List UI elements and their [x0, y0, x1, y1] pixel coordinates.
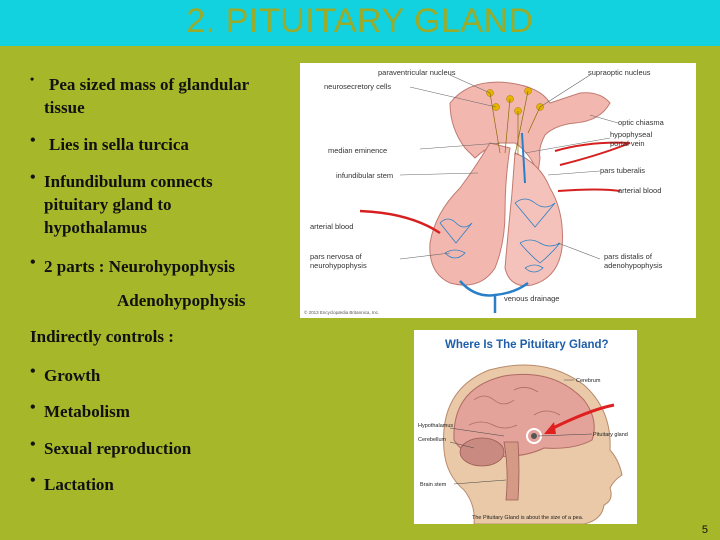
- label-supraoptic: supraoptic nucleus: [588, 68, 651, 77]
- bullet-4-line-2: Adenohypophysis: [117, 291, 246, 310]
- label-pars-distalis-2: adenohypophysis: [604, 261, 663, 270]
- artery-right: [557, 188, 621, 192]
- bullet-dot: •: [30, 363, 36, 380]
- pars-distalis: [504, 152, 563, 287]
- bullet-4-line-1: 2 parts : Neurohypophysis: [44, 257, 235, 276]
- copyright-text: © 2013 Encyclopædia Britannica, Inc.: [304, 309, 379, 315]
- figure2-title: Where Is The Pituitary Gland?: [445, 339, 609, 351]
- control-metabolism: Metabolism: [44, 402, 130, 421]
- bullet-1-line-2: tissue: [44, 98, 85, 117]
- bullet-3-line-2: pituitary gland to: [44, 195, 172, 214]
- pituitary-anatomy-svg: paraventricular nucleus supraoptic nucle…: [304, 68, 665, 315]
- label-neurosecretory: neurosecretory cells: [324, 82, 391, 91]
- label-hypophyseal-1: hypophyseal: [610, 130, 652, 139]
- label-arterial-blood-left: arterial blood: [310, 222, 353, 231]
- label-pars-nervosa-2: neurohypophysis: [310, 261, 367, 270]
- brain-location-figure: Where Is The Pituitary Gland? Cerebrum: [414, 330, 637, 525]
- pituitary-marker: [531, 433, 537, 439]
- artery-left: [359, 209, 441, 235]
- label-hypophyseal-2: portal vein: [610, 139, 645, 148]
- label-paraventricular: paraventricular nucleus: [378, 68, 456, 77]
- label-median-eminence: median eminence: [328, 146, 387, 155]
- control-lactation: Lactation: [44, 475, 114, 494]
- title-bar: [0, 0, 720, 46]
- label-pars-nervosa-1: pars nervosa of: [310, 252, 363, 261]
- label-pars-tuberalis: pars tuberalis: [600, 166, 645, 175]
- brain-stem: [503, 441, 520, 501]
- bullet-dot: •: [30, 72, 35, 86]
- bullet-2-line-1: Lies in sella turcica: [49, 135, 189, 154]
- figure2-caption: The Pituitary Gland is about the size of…: [472, 515, 584, 521]
- control-sexual-reproduction: Sexual reproduction: [44, 439, 192, 458]
- bullet-dot: •: [30, 472, 36, 489]
- artery-right-top: [554, 141, 631, 166]
- label-cerebrum: Cerebrum: [576, 378, 601, 384]
- label-arterial-blood-right: arterial blood: [618, 186, 661, 195]
- bullet-3-line-1: Infundibulum connects: [44, 172, 213, 191]
- hypothalamus-tissue: [449, 81, 611, 175]
- cerebellum: [459, 437, 505, 467]
- portal-vein: [521, 132, 526, 184]
- label-brain-stem: Brain stem: [420, 482, 447, 488]
- pituitary-anatomy-figure: paraventricular nucleus supraoptic nucle…: [300, 63, 696, 318]
- label-optic-chiasma: optic chiasma: [618, 118, 665, 127]
- label-pars-distalis-1: pars distalis of: [604, 252, 653, 261]
- slide-title: 2. PITUITARY GLAND: [186, 2, 534, 40]
- red-arrow-head: [544, 422, 556, 434]
- page-number: 5: [701, 524, 708, 536]
- label-infundibular-stem: infundibular stem: [336, 171, 393, 180]
- red-arrow: [548, 403, 615, 432]
- pars-nervosa: [429, 142, 511, 286]
- bullet-dot: •: [30, 132, 36, 149]
- label-venous-drainage: venous drainage: [504, 294, 559, 303]
- label-cerebellum: Cerebellum: [418, 437, 447, 443]
- label-hypothalamus: Hypothalamus: [418, 423, 453, 429]
- label-pituitary-gland: Pituitary gland: [593, 432, 628, 438]
- bullet-3-line-3: hypothalamus: [44, 218, 147, 237]
- indirect-heading: Indirectly controls :: [30, 327, 174, 346]
- bullet-1-line-1: Pea sized mass of glandular: [49, 75, 250, 94]
- bullet-dot: •: [30, 169, 36, 186]
- brain-location-svg: Where Is The Pituitary Gland? Cerebrum: [418, 339, 628, 525]
- bullet-dot: •: [30, 254, 36, 271]
- bullet-dot: •: [30, 399, 36, 416]
- bullet-dot: •: [30, 436, 36, 453]
- control-growth: Growth: [44, 366, 101, 385]
